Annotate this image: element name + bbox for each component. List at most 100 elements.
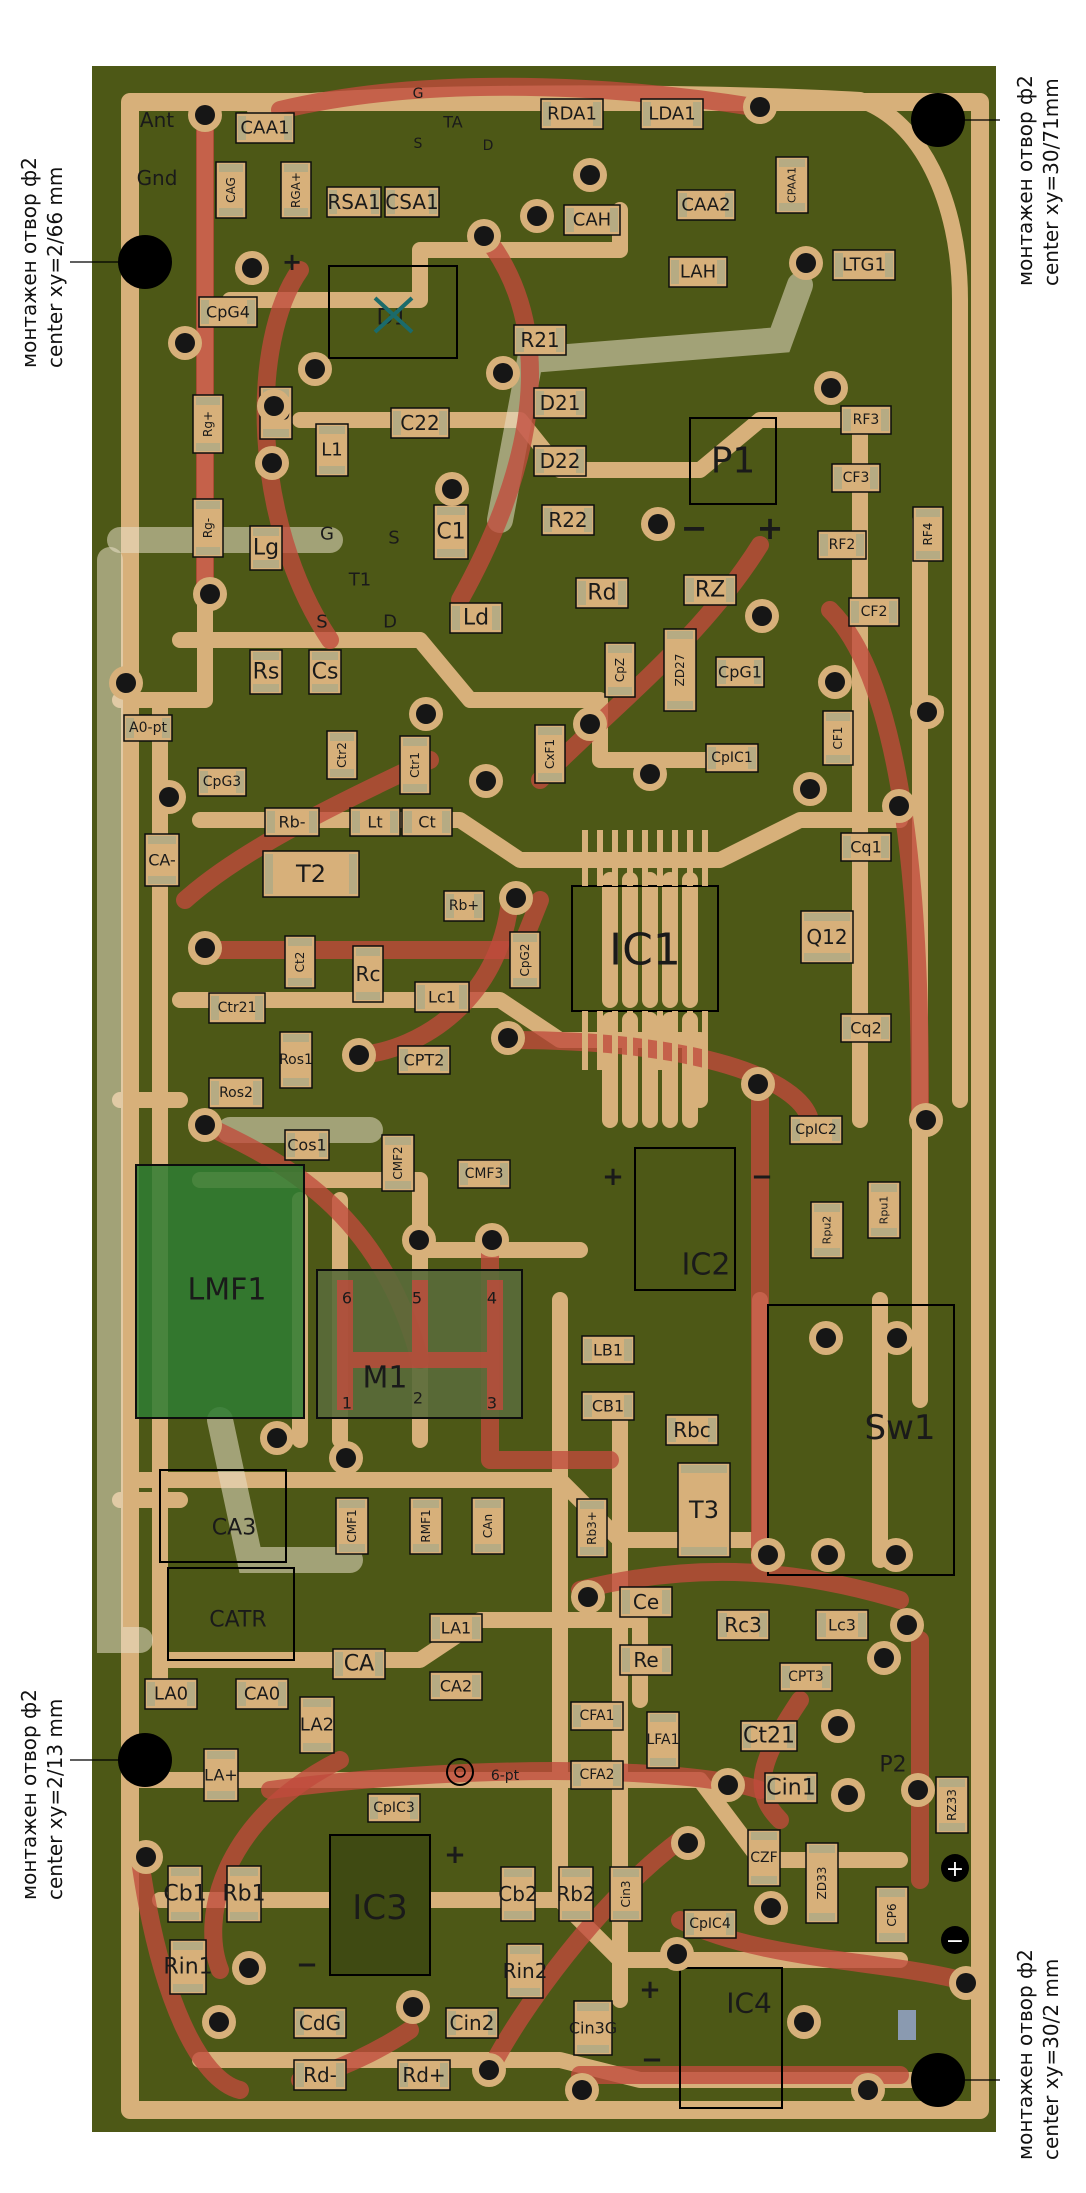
component-label: CpG3 <box>203 774 241 790</box>
component-can: CAn <box>471 1497 505 1555</box>
component-pad <box>488 2011 496 2035</box>
component-pad <box>608 645 632 653</box>
component-pad <box>754 660 762 684</box>
six-pt-target-inner-icon <box>454 1766 466 1778</box>
component-label: CA0 <box>244 1684 280 1705</box>
component-label: Cs <box>312 660 339 685</box>
component-label: P2 <box>879 1753 906 1778</box>
component-cf3: CF3 <box>831 463 881 493</box>
component-ros1: Ros1 <box>279 1031 313 1089</box>
pin-label: G <box>413 86 424 102</box>
component-pad <box>787 1724 795 1748</box>
via-hole-icon <box>818 1545 838 1565</box>
component-label: CA2 <box>440 1677 472 1696</box>
component-pad <box>667 631 693 639</box>
component-pad <box>851 601 859 623</box>
component-pad <box>211 996 219 1020</box>
component-label: Lc1 <box>428 988 456 1007</box>
component-pad <box>219 208 243 216</box>
component-cpg4: CpG4 <box>198 296 258 328</box>
component-cin3g: Cin3G <box>569 2000 617 2056</box>
component-cos1: Cos1 <box>284 1129 330 1161</box>
component-pad <box>410 1797 418 1819</box>
component-pad <box>238 116 246 140</box>
component-label: IC4 <box>726 1987 772 2020</box>
component-pad <box>329 190 337 214</box>
ic2-outline <box>634 1147 736 1291</box>
component-pad <box>822 1666 830 1688</box>
via-hole-icon <box>800 779 820 799</box>
component-pad <box>814 1248 840 1256</box>
component-pad <box>681 1465 727 1473</box>
via-hole-icon <box>403 1997 423 2017</box>
component-pad <box>238 1682 246 1706</box>
component-label: CPT3 <box>788 1669 824 1685</box>
via-hole-icon <box>640 764 660 784</box>
component-pad <box>708 747 716 769</box>
pin-label: D <box>483 138 494 154</box>
component-label: Ros1 <box>279 1052 313 1068</box>
via-hole-icon <box>821 378 841 398</box>
component-pad <box>580 1547 604 1555</box>
component-pad <box>312 684 338 692</box>
component-sixpt: 6-pt <box>491 1768 520 1784</box>
component-pad <box>826 713 850 721</box>
via-hole-icon <box>572 2080 592 2100</box>
component-label: Gnd <box>137 166 178 190</box>
component-lc3: Lc3 <box>815 1609 869 1641</box>
component-pad <box>459 985 467 1009</box>
polarity-mark: + <box>639 1975 661 2005</box>
via-hole-icon <box>242 258 262 278</box>
component-pad <box>856 534 864 556</box>
component-pad <box>230 1868 258 1876</box>
component-label: RDA1 <box>547 104 597 125</box>
component-rc: Rc <box>352 945 384 1003</box>
component-label: Rb2 <box>556 1882 595 1906</box>
component-pad <box>516 328 524 352</box>
component-cpt2: CPT2 <box>397 1045 451 1075</box>
component-la1: LA1 <box>429 1613 483 1643</box>
via-hole-icon <box>136 1847 156 1867</box>
component-label: RF3 <box>853 412 880 428</box>
component-pad <box>939 1779 965 1787</box>
component-pad <box>513 934 537 942</box>
component-pad <box>148 876 176 884</box>
component-cf2: CF2 <box>848 597 900 627</box>
component-label: CF2 <box>861 604 888 620</box>
component-label: CA3 <box>212 1516 256 1541</box>
via-hole-icon <box>580 165 600 185</box>
component-label: Rb- <box>278 813 305 832</box>
component-ca0: CA0 <box>235 1678 289 1710</box>
component-lda1: LDA1 <box>640 98 704 130</box>
via-hole-icon <box>349 1045 369 1065</box>
component-lc1: Lc1 <box>414 981 470 1013</box>
component-pad <box>356 992 380 1000</box>
component-pad <box>417 985 425 1009</box>
component-pad <box>370 1797 378 1819</box>
component-label: CAA1 <box>240 118 289 139</box>
component-label: CAH <box>573 210 611 231</box>
component-label: CpG2 <box>518 944 532 977</box>
component-pad <box>858 1613 866 1637</box>
component-pad <box>613 1911 639 1919</box>
component-label: Lg <box>253 536 279 561</box>
note-line: center xy=30/2 mm <box>1039 1958 1063 2160</box>
pin-label: S <box>388 528 399 549</box>
note-hole-top-right: монтажен отвор ф2 center xy=30/71mm <box>1012 75 1064 286</box>
connector-tab-icon <box>898 2010 916 2040</box>
component-cfa1: CFA1 <box>570 1701 624 1731</box>
component-pad <box>319 466 345 474</box>
component-p2: P2 <box>879 1753 906 1778</box>
component-label: Rb1 <box>222 1882 265 1907</box>
component-pad <box>510 1988 540 1996</box>
via-hole-icon <box>267 1428 287 1448</box>
component-p1: P1 <box>711 441 756 482</box>
minus-terminal-glyph: − <box>946 1929 964 1954</box>
component-pad <box>432 1617 440 1639</box>
component-pad <box>319 426 345 434</box>
plus-terminal-glyph: + <box>946 1857 964 1882</box>
via-hole-icon <box>116 673 136 693</box>
component-label: CA <box>344 1652 374 1677</box>
component-label: Sw1 <box>864 1408 935 1448</box>
component-label: Rin2 <box>503 1959 548 1983</box>
